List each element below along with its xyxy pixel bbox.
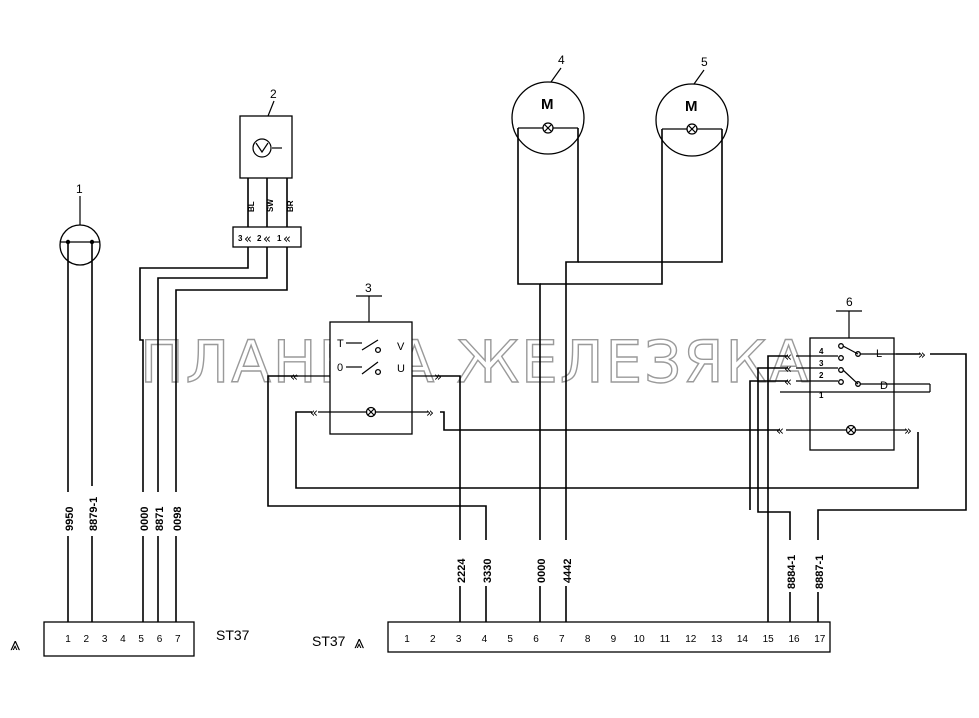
connector-left-name: ST37 — [216, 627, 250, 643]
switch3-v: V — [397, 341, 405, 353]
left-pin-7: 7 — [175, 634, 181, 645]
right-pin-9: 9 — [611, 634, 617, 645]
component-6-number: 6 — [846, 295, 853, 309]
right-pin-15: 15 — [763, 634, 775, 645]
connector-right-arrow-icon: ⩓ — [354, 632, 364, 653]
connector-left-arrow-icon: ⩓ — [10, 634, 20, 655]
svg-text:«: « — [310, 406, 318, 421]
right-pin-3: 3 — [456, 634, 462, 645]
watermark: ПЛАНЕТА ЖЕЛЕЗЯКА — [140, 328, 810, 396]
component-5-motor: 5 M — [540, 55, 729, 285]
wire-0098: 0098 — [172, 507, 184, 531]
svg-text:1: 1 — [819, 391, 824, 400]
right-pin-2: 2 — [430, 634, 436, 645]
left-pin-1: 1 — [65, 634, 71, 645]
svg-text:4: 4 — [819, 347, 824, 356]
component-5-number: 5 — [701, 55, 708, 69]
wire-8887-1: 8887-1 — [814, 555, 826, 589]
comp2-term-sw: SW — [266, 199, 275, 212]
wire-8871: 8871 — [154, 507, 166, 531]
wire-0000-right: 0000 — [536, 559, 548, 583]
svg-text:»: » — [904, 424, 912, 439]
component-2: 2 BL SW BR 3 2 1 « « « — [139, 87, 302, 622]
right-pin-6: 6 — [533, 634, 539, 645]
right-pin-12: 12 — [685, 634, 697, 645]
svg-text:«: « — [244, 232, 252, 247]
svg-text:»: » — [434, 370, 442, 385]
comp2-term-br: BR — [286, 200, 295, 212]
right-wire-labels: 2224 3330 0000 4442 8884-1 8887-1 — [453, 540, 826, 592]
wire-8884-1: 8884-1 — [786, 555, 798, 589]
comp2-block-3: 3 — [238, 234, 243, 243]
component-1-number: 1 — [76, 182, 83, 196]
svg-text:«: « — [776, 424, 784, 439]
wire-2224: 2224 — [456, 558, 468, 583]
motor-5-letter: M — [685, 98, 698, 115]
component-3-number: 3 — [365, 281, 372, 295]
switch6-d: D — [880, 380, 888, 392]
svg-text:3: 3 — [819, 359, 824, 368]
connector-right-name: ST37 — [312, 633, 346, 649]
right-pin-10: 10 — [634, 634, 646, 645]
wire-0000-left: 0000 — [139, 507, 151, 531]
right-pin-16: 16 — [788, 634, 800, 645]
comp2-block-1: 1 — [277, 234, 282, 243]
left-pin-5: 5 — [138, 634, 144, 645]
component-6-switch: 6 L D 4 3 2 1 « » « « « — [749, 295, 967, 622]
right-pin-7: 7 — [559, 634, 565, 645]
right-pin-1: 1 — [404, 634, 410, 645]
svg-text:«: « — [784, 375, 792, 390]
svg-text:2: 2 — [819, 371, 824, 380]
left-pin-3: 3 — [102, 634, 108, 645]
right-pin-14: 14 — [737, 634, 749, 645]
comp2-block-2: 2 — [257, 234, 262, 243]
right-pin-8: 8 — [585, 634, 591, 645]
svg-text:»: » — [918, 348, 926, 363]
right-pin-11: 11 — [660, 634, 671, 645]
switch3-t: T — [337, 338, 344, 350]
component-1: 1 — [59, 182, 101, 622]
right-pin-5: 5 — [507, 634, 513, 645]
motor-4-letter: M — [541, 96, 554, 113]
component-4-number: 4 — [558, 53, 565, 67]
svg-text:«: « — [784, 362, 792, 377]
svg-text:»: » — [426, 406, 434, 421]
switch3-o: 0 — [337, 362, 343, 374]
component-2-number: 2 — [270, 87, 277, 101]
component-4-motor: 4 M — [511, 53, 585, 622]
left-pin-4: 4 — [120, 634, 126, 645]
wire-9950: 9950 — [64, 507, 76, 531]
left-pin-2: 2 — [84, 634, 90, 645]
svg-text:«: « — [784, 350, 792, 365]
left-wire-labels: 9950 8879-1 0000 8871 0098 — [61, 486, 184, 536]
connector-left: 1 2 3 4 5 6 7 ST37 ⩓ — [10, 621, 250, 657]
component-3-switch: 3 T 0 V U « » « » — [267, 281, 919, 622]
left-pin-6: 6 — [157, 634, 163, 645]
right-pin-4: 4 — [482, 634, 488, 645]
svg-text:«: « — [290, 370, 298, 385]
wire-8879-1: 8879-1 — [88, 497, 100, 531]
comp2-term-bl: BL — [247, 201, 256, 212]
wire-4442: 4442 — [562, 559, 574, 583]
svg-text:«: « — [283, 232, 291, 247]
right-pin-17: 17 — [814, 634, 826, 645]
right-pin-13: 13 — [711, 634, 723, 645]
svg-text:«: « — [263, 232, 271, 247]
switch3-u: U — [397, 363, 405, 375]
wire-3330: 3330 — [482, 559, 494, 583]
